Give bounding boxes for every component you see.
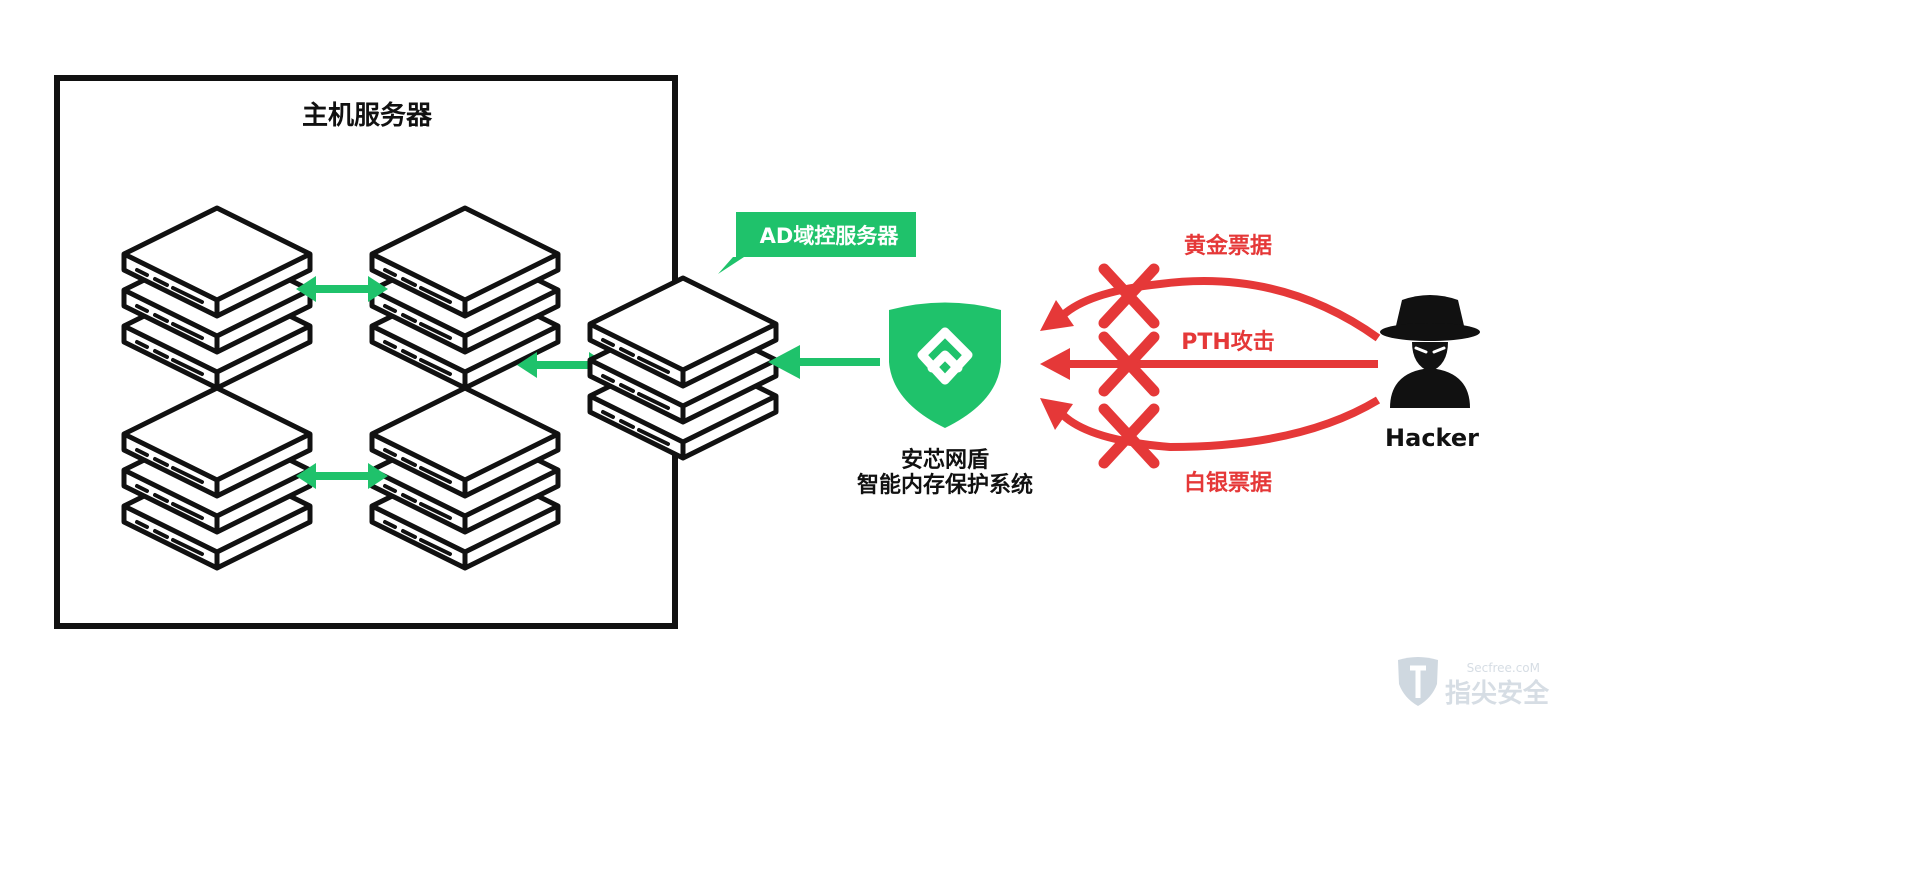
host-server-title: 主机服务器 [302, 101, 433, 131]
watermark-brand: 指尖安全 [1445, 678, 1550, 709]
attack-label-pth: PTH攻击 [1181, 329, 1275, 355]
hacker-label: Hacker [1385, 424, 1479, 452]
hacker-icon [1380, 295, 1480, 408]
watermark-shield-icon [1398, 657, 1438, 706]
attack-arrow-silver-ticket [1040, 396, 1381, 452]
attack-arrow-golden-ticket [1040, 277, 1381, 342]
shield-subtitle: 智能内存保护系统 [857, 472, 1033, 498]
server-icon [124, 388, 310, 568]
attack-label-silver-ticket: 白银票据 [1184, 470, 1272, 496]
ad-server-callout-label: AD域控服务器 [760, 224, 900, 248]
shield-icon [889, 302, 1001, 428]
watermark-url: Secfree.coM [1467, 661, 1540, 675]
shield-title: 安芯网盾 [901, 447, 989, 473]
protect-arrow-icon [768, 345, 880, 379]
server-icon [372, 388, 558, 568]
ad-server-callout [718, 212, 916, 274]
attack-label-golden-ticket: 黄金票据 [1184, 233, 1272, 259]
server-icon [124, 208, 310, 388]
ad-server-icon [590, 278, 776, 458]
attack-arrow-pth [1040, 348, 1378, 380]
